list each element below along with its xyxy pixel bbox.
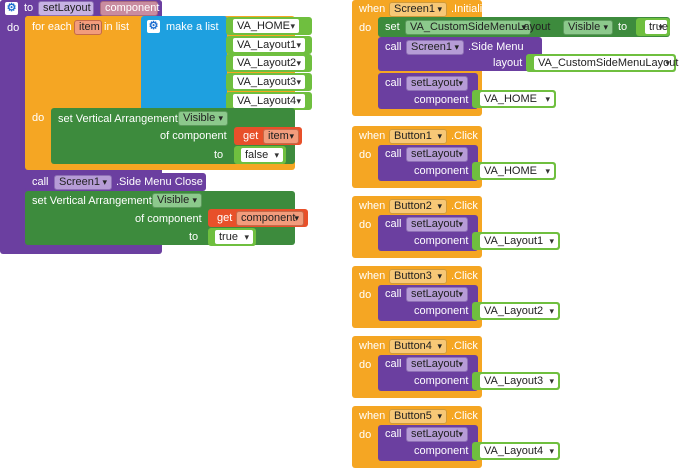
event-component-button4[interactable]: Button4 — [389, 339, 447, 354]
proc-param-component[interactable]: component — [100, 1, 159, 16]
param-component-label: component — [414, 94, 469, 106]
list-item-va-layout4[interactable]: VA_Layout4 — [232, 93, 306, 109]
set-va-label: set Vertical Arrangement. — [58, 113, 181, 125]
foreach-do-label: do — [32, 112, 45, 124]
event-name-label: .Click — [451, 270, 478, 282]
do-label: do — [359, 149, 372, 161]
param-component-label: component — [414, 235, 469, 247]
call-proc-setLayout[interactable]: setLayout — [406, 147, 468, 162]
value-va-home[interactable]: VA_HOME — [479, 163, 555, 179]
call-proc-setLayout[interactable]: setLayout — [406, 427, 468, 442]
call-component-screen1[interactable]: Screen1 — [54, 175, 112, 190]
when-label: when — [359, 200, 386, 212]
call-method-label: .Side Menu — [468, 41, 524, 53]
list-item-va-layout1[interactable]: VA_Layout1 — [232, 37, 306, 53]
event-name-label: .Click — [451, 130, 478, 142]
value-va-layout4[interactable]: VA_Layout4 — [479, 443, 559, 459]
to-label: to — [618, 21, 628, 33]
when-label: when — [359, 340, 386, 352]
event-component-button5[interactable]: Button5 — [389, 409, 447, 424]
call-label: call — [385, 288, 402, 300]
set-component-custom-menu[interactable]: VA_CustomSideMenuLayout — [405, 20, 550, 35]
get-label: get — [217, 212, 233, 224]
proc-do-label: do — [7, 22, 20, 34]
to-label: to — [214, 149, 224, 161]
bool-true[interactable]: true — [644, 19, 668, 35]
set-prop-visible[interactable]: Visible — [563, 20, 613, 35]
list-item-va-home[interactable]: VA_HOME — [232, 18, 300, 34]
when-label: when — [359, 410, 386, 422]
set-prop-visible[interactable]: Visible — [178, 111, 228, 126]
call-proc-setLayout[interactable]: setLayout — [406, 357, 468, 372]
layout-custom-menu[interactable]: VA_CustomSideMenuLayout — [533, 55, 678, 71]
bool-true[interactable]: true — [214, 229, 254, 245]
foreach-label: for each — [32, 21, 72, 33]
get-var-item[interactable]: item — [263, 129, 299, 144]
get-label: get — [243, 130, 259, 142]
do-label: do — [359, 219, 372, 231]
event-name-label: .Initialize — [451, 3, 494, 15]
when-label: when — [359, 270, 386, 282]
gear-icon[interactable]: ⚙ — [147, 20, 160, 33]
list-item-va-layout3[interactable]: VA_Layout3 — [232, 74, 306, 90]
value-va-layout1[interactable]: VA_Layout1 — [479, 233, 559, 249]
event-component-button2[interactable]: Button2 — [389, 199, 447, 214]
list-item-va-layout2[interactable]: VA_Layout2 — [232, 55, 306, 71]
when-label: when — [359, 3, 386, 15]
do-label: do — [359, 359, 372, 371]
foreach-var-item[interactable]: item — [74, 20, 102, 35]
of-component-label: of component — [135, 213, 202, 225]
call-component-screen1[interactable]: Screen1 — [406, 40, 464, 55]
make-list-label: make a list — [166, 21, 219, 33]
param-component-label: component — [414, 445, 469, 457]
call-proc-setLayout[interactable]: setLayout — [406, 217, 468, 232]
proc-name-field[interactable]: setLayout — [38, 1, 94, 16]
get-var-component[interactable]: component — [236, 211, 304, 226]
call-label: call — [385, 358, 402, 370]
param-component-label: component — [414, 305, 469, 317]
layout-label: layout — [493, 57, 523, 69]
call-label: call — [385, 218, 402, 230]
call-label: call — [385, 77, 402, 89]
event-name-label: .Click — [451, 200, 478, 212]
value-va-layout3[interactable]: VA_Layout3 — [479, 373, 559, 389]
foreach-in-list-label: in list — [104, 21, 130, 33]
param-component-label: component — [414, 165, 469, 177]
event-name-label: .Click — [451, 410, 478, 422]
call-proc-setLayout[interactable]: setLayout — [406, 287, 468, 302]
proc-to-label: to — [24, 2, 34, 14]
event-name-label: .Click — [451, 340, 478, 352]
do-label: do — [359, 22, 372, 34]
set-prop-visible[interactable]: Visible — [152, 193, 202, 208]
do-label: do — [359, 429, 372, 441]
set-va-label: set Vertical Arrangement. — [32, 195, 155, 207]
call-label: call — [32, 176, 49, 188]
bool-false[interactable]: false — [240, 147, 284, 163]
value-va-layout2[interactable]: VA_Layout2 — [479, 303, 559, 319]
call-label: call — [385, 148, 402, 160]
gear-icon[interactable]: ⚙ — [5, 2, 18, 15]
call-proc-setLayout[interactable]: setLayout — [406, 76, 468, 91]
value-va-home[interactable]: VA_HOME — [479, 91, 555, 107]
do-label: do — [359, 289, 372, 301]
of-component-label: of component — [160, 130, 227, 142]
param-component-label: component — [414, 375, 469, 387]
event-component-button1[interactable]: Button1 — [389, 129, 447, 144]
when-label: when — [359, 130, 386, 142]
event-component-button3[interactable]: Button3 — [389, 269, 447, 284]
event-component-screen1[interactable]: Screen1 — [389, 2, 447, 17]
call-method-label: .Side Menu Close — [116, 176, 203, 188]
call-label: call — [385, 428, 402, 440]
set-label: set — [385, 21, 400, 33]
call-label: call — [385, 41, 402, 53]
to-label: to — [189, 231, 199, 243]
